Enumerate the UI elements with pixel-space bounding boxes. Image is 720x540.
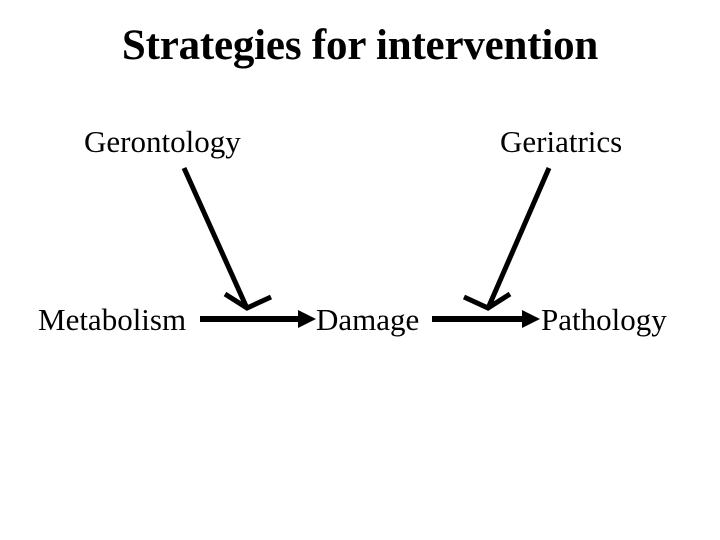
edge-geriatrics-intervention	[462, 167, 552, 311]
node-label-damage: Damage	[316, 302, 420, 337]
node-label-gerontology: Gerontology	[84, 124, 241, 159]
edge-gerontology-intervention	[181, 166, 273, 311]
page-title: Strategies for intervention	[121, 22, 599, 69]
edge-damage-to-pathology	[432, 310, 540, 328]
node-label-metabolism: Metabolism	[38, 302, 187, 337]
node-label-geriatrics: Geriatrics	[500, 124, 623, 159]
wedge-arrowhead-geriatrics	[462, 291, 512, 311]
arrowhead-damage-pathology	[522, 310, 540, 328]
edge-metabolism-to-damage	[200, 310, 316, 328]
wedge-arrowhead-gerontology	[223, 291, 273, 311]
node-label-pathology: Pathology	[541, 302, 667, 337]
intervention-line-gerontology	[181, 166, 249, 308]
arrowhead-metabolism-damage	[298, 310, 316, 328]
intervention-line-geriatrics	[486, 167, 552, 307]
